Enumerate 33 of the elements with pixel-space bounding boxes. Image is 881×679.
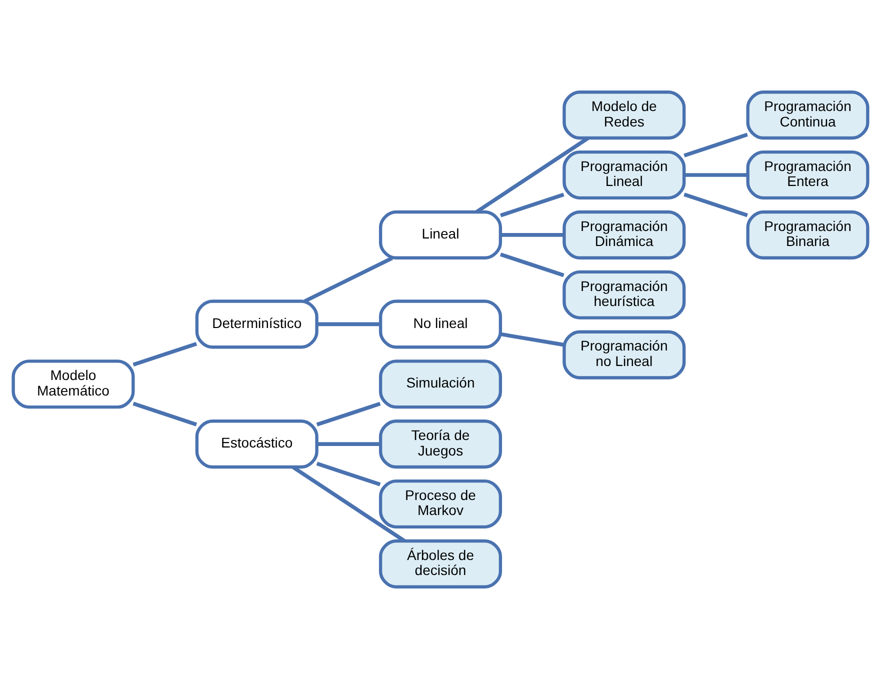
connector <box>500 252 564 278</box>
connector <box>292 466 406 542</box>
node-box: Programación Entera <box>746 150 870 200</box>
connector <box>304 256 393 303</box>
connector <box>316 322 380 326</box>
node-box: Programación Continua <box>746 90 870 140</box>
connector <box>316 462 381 486</box>
connector <box>500 233 564 237</box>
node-box: Modelo de Redes <box>562 90 686 140</box>
node-box: Determinístico <box>195 300 318 349</box>
node-box: Programación Binaria <box>746 210 870 260</box>
node-box: Estocástico <box>195 420 318 469</box>
node-box: Programación Lineal <box>562 150 686 200</box>
node-box: Lineal <box>378 210 502 260</box>
connector <box>500 192 564 218</box>
node-box: Programación Dinámica <box>562 210 686 260</box>
node-box: Programación heurística <box>562 270 686 320</box>
connector <box>132 402 198 426</box>
connector <box>684 192 748 218</box>
node-box: No lineal <box>378 300 502 349</box>
connector <box>476 136 590 214</box>
connector <box>684 173 748 177</box>
connector <box>316 402 381 426</box>
node-box: Proceso de Markov <box>378 479 502 529</box>
connector <box>132 342 198 366</box>
node-box: Árboles de decisión <box>378 539 502 588</box>
connector <box>500 332 564 347</box>
node-box: Modelo Matemático <box>12 360 135 409</box>
node-box: Programación no Lineal <box>562 330 686 380</box>
node-box: Simulación <box>378 360 502 409</box>
connector <box>316 442 380 446</box>
node-box: Teoría de Juegos <box>378 420 502 469</box>
connector <box>684 132 748 158</box>
